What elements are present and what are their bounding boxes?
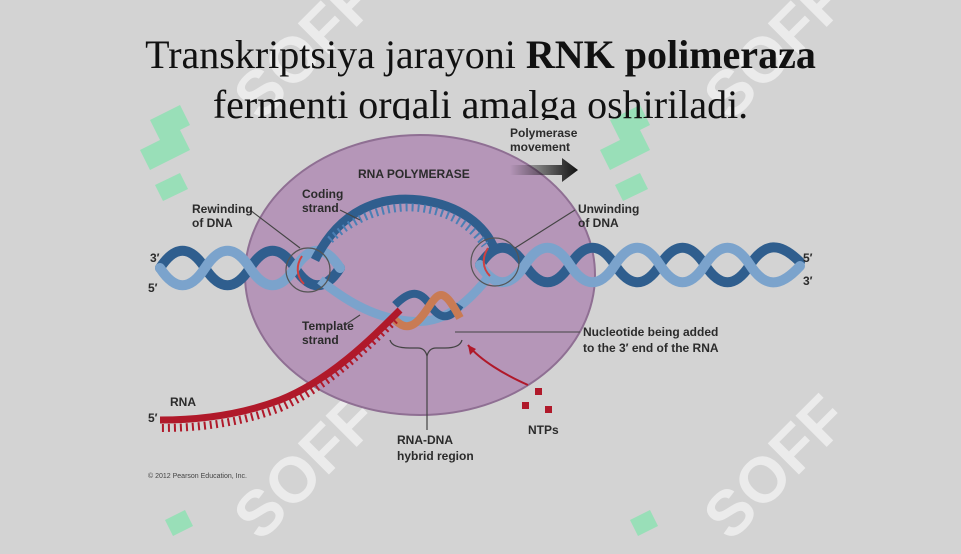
dna-helix-left — [155, 245, 345, 291]
dna-helix-right — [475, 242, 805, 288]
page-title: Transkriptsiya jarayoni RNK polimeraza f… — [0, 30, 961, 120]
unwinding-arrow-icon — [482, 247, 491, 277]
title-line1-bold: RNK polimeraza — [525, 32, 816, 77]
title-line2: fermenti orqali amalga oshiriladi. — [212, 82, 749, 120]
rewinding-arrow-icon — [296, 255, 305, 285]
coding-strand-bases — [327, 203, 489, 248]
watermark-logo-icon — [140, 105, 658, 536]
dna-end-right-top: 5′ — [803, 251, 813, 265]
rna-label: RNA — [170, 395, 196, 409]
unwinding-site — [470, 237, 520, 287]
rna-dna-hybrid — [392, 289, 464, 331]
rna-strand-bases — [159, 317, 398, 432]
rewinding-site — [285, 247, 331, 293]
dna-end-left-bottom: 5′ — [148, 281, 158, 295]
coding-strand — [310, 194, 500, 263]
ntp-molecules-icon — [522, 388, 552, 413]
dna-end-left-top: 3′ — [150, 251, 160, 265]
dna-end-right-bottom: 3′ — [803, 274, 813, 288]
title-container: Transkriptsiya jarayoni RNK polimeraza f… — [0, 0, 961, 120]
ntps-label: NTPs — [528, 423, 559, 437]
title-line1-prefix: Transkriptsiya jarayoni — [145, 32, 526, 77]
polymerase-movement-arrow-icon — [510, 158, 578, 182]
rna-polymerase-label: RNA POLYMERASE — [358, 167, 470, 181]
copyright: © 2012 Pearson Education, Inc. — [148, 472, 247, 480]
rna-end-label: 5′ — [148, 411, 158, 425]
